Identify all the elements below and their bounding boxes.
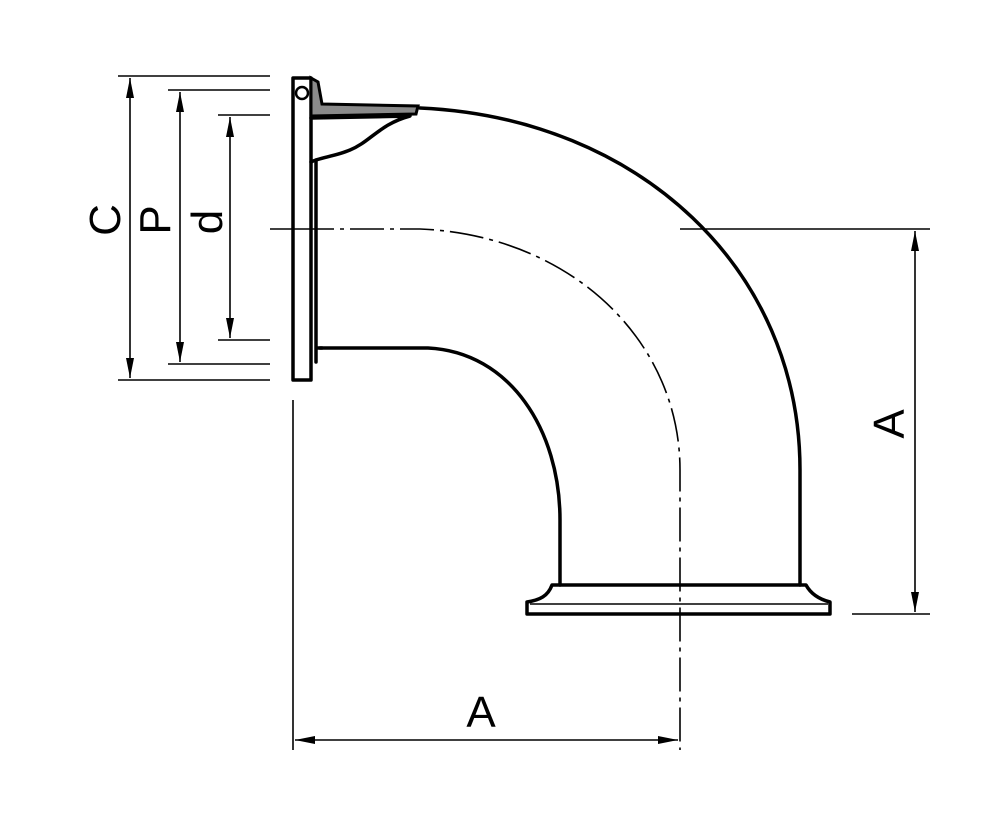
bend-centerline	[300, 228, 681, 750]
elbow-body	[300, 106, 802, 750]
extension-lines	[118, 75, 930, 750]
left-flange	[291, 75, 420, 382]
label-d: d	[183, 210, 232, 234]
label-p: P	[131, 205, 180, 234]
bottom-flange-outline	[525, 583, 832, 616]
outer-bend-line	[418, 106, 802, 587]
inner-bend-line	[318, 346, 562, 587]
label-a-vertical: A	[865, 409, 914, 439]
label-a-horizontal: A	[466, 688, 496, 737]
label-c: C	[81, 204, 130, 236]
gasket-tail	[309, 114, 412, 164]
gasket-section	[309, 75, 420, 118]
left-ferrule-neck	[314, 158, 324, 364]
gasket-bead	[294, 85, 310, 101]
bottom-flange	[525, 583, 832, 616]
